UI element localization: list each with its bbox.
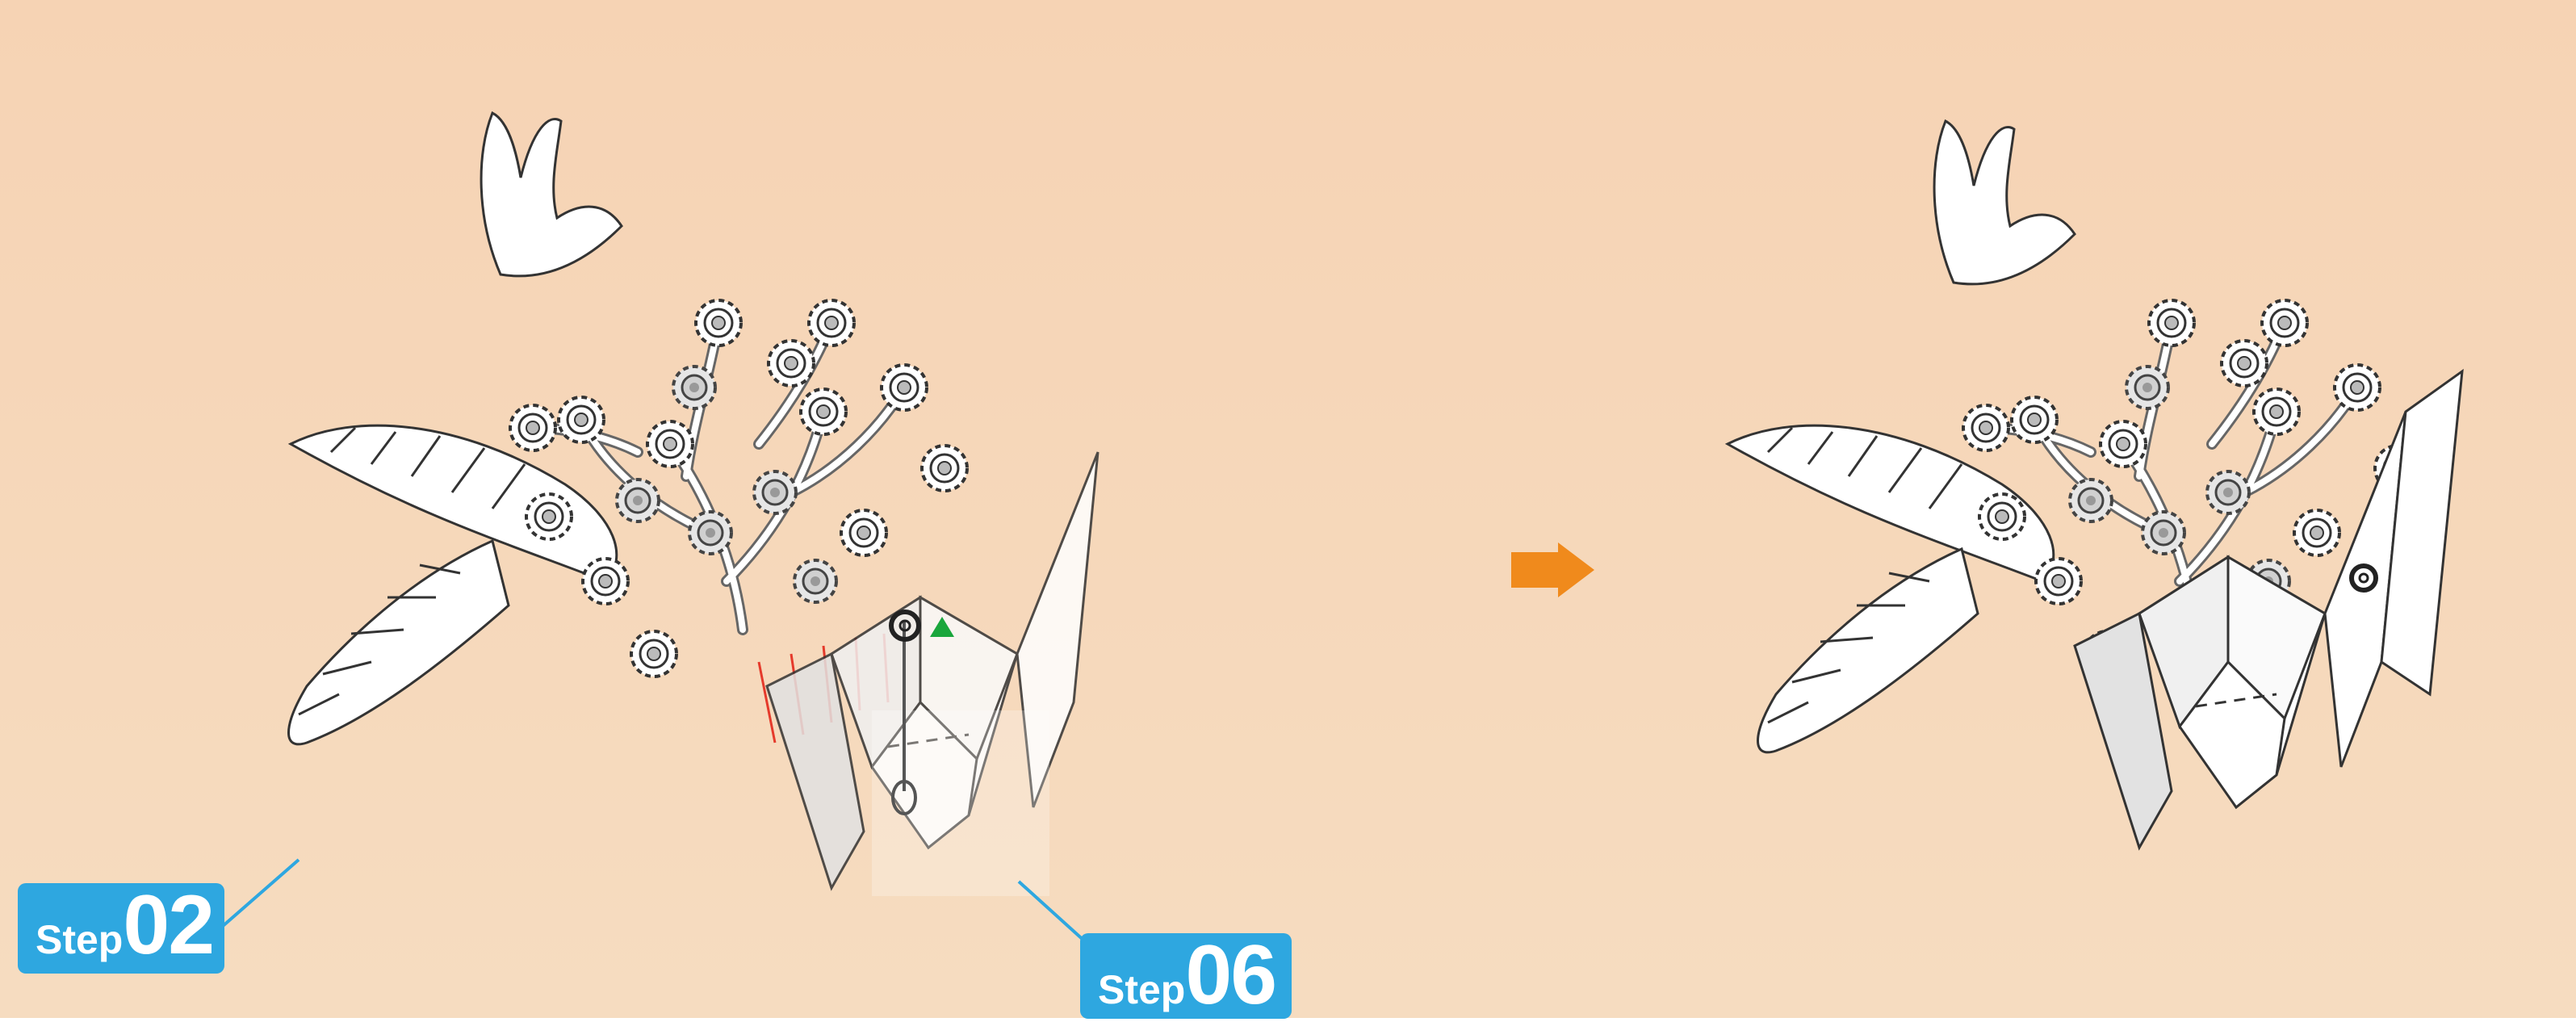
step-number: 06 [1185,933,1275,1017]
step-word: Step [1098,966,1185,1013]
step-label-06: Step 06 [1080,933,1292,1019]
step-number: 02 [123,883,213,967]
step-label-02: Step 02 [18,883,224,974]
step-word: Step [36,916,123,963]
